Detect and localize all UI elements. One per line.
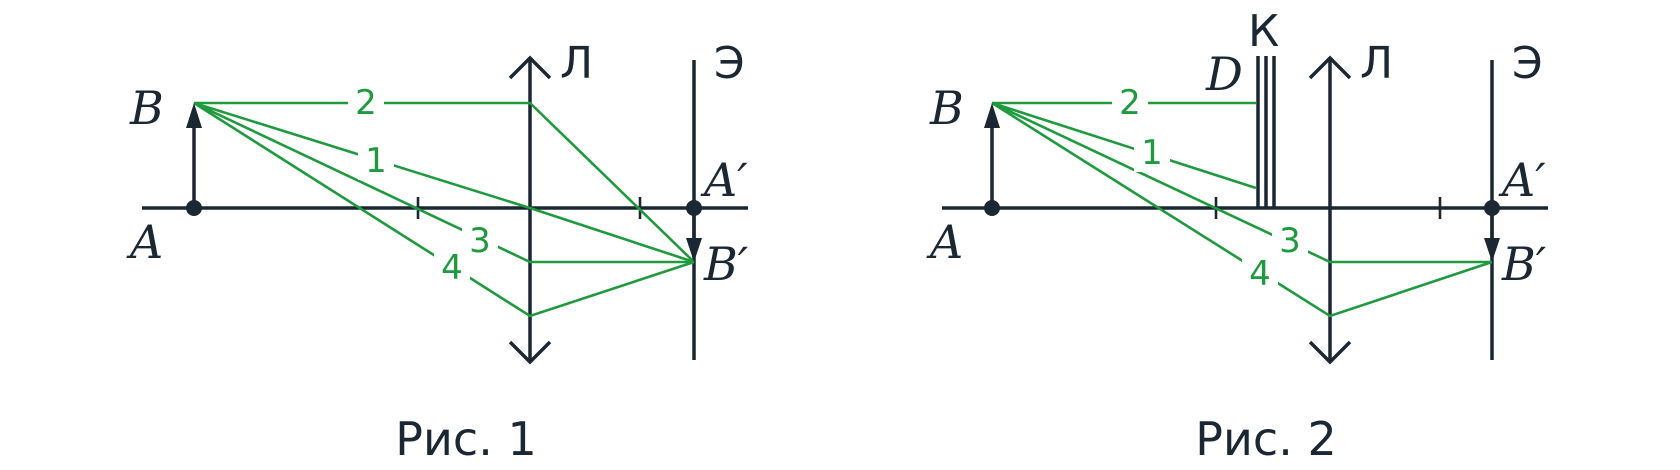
ray-4 xyxy=(991,101,1493,318)
object-arrowhead xyxy=(186,103,202,128)
label-screen: Э xyxy=(714,38,745,89)
ray-2 xyxy=(194,101,695,263)
lens-bottom-arrow xyxy=(1308,340,1352,365)
point-a-prime-dot xyxy=(1484,200,1500,216)
point-a-dot xyxy=(186,200,202,216)
point-a-prime-dot xyxy=(686,200,702,216)
ray-1-label: 1 xyxy=(365,141,387,181)
lens-bottom-arrow xyxy=(508,340,552,365)
label-b-prime: B′ xyxy=(703,237,749,291)
label-a-prime: A′ xyxy=(1498,153,1546,207)
ray-1-label: 1 xyxy=(1141,133,1163,173)
ray-3-label: 3 xyxy=(1279,221,1301,261)
ray-4 xyxy=(193,101,695,318)
label-lens: Л xyxy=(560,38,593,89)
ray-1-label-bg xyxy=(1134,134,1170,172)
label-plate: К xyxy=(1248,6,1279,57)
point-a-dot xyxy=(984,200,1000,216)
label-a: A xyxy=(126,215,163,269)
label-b-prime: B′ xyxy=(1501,237,1547,291)
label-b: B xyxy=(129,81,164,135)
ray-3 xyxy=(991,101,1492,264)
ray-1 xyxy=(193,101,695,264)
ray-4-label-bg xyxy=(434,249,470,287)
figure-1: 2 1 3 4 B A A′ B′ Л Э Рис. 1 xyxy=(126,38,749,466)
lens-top-arrow xyxy=(508,55,552,80)
ray-2-label: 2 xyxy=(355,83,377,123)
ray-2-label: 2 xyxy=(1119,83,1141,123)
lens-top-arrow xyxy=(1308,55,1352,80)
label-a-prime: A′ xyxy=(700,153,748,207)
ray-4-label: 4 xyxy=(1249,254,1271,294)
ray-2-label-bg xyxy=(1112,84,1148,122)
label-lens: Л xyxy=(1360,38,1393,89)
ray-1-label-bg xyxy=(358,142,394,180)
label-screen: Э xyxy=(1512,38,1543,89)
label-a: A xyxy=(926,215,963,269)
figure-2: 2 1 3 4 B A A′ B′ D К Л Э Рис. 2 xyxy=(926,6,1548,466)
ray-2-label-bg xyxy=(348,84,384,122)
ray-4-label-bg xyxy=(1242,255,1278,293)
ray-3 xyxy=(193,101,694,264)
ray-3-label: 3 xyxy=(469,221,491,261)
caption-2: Рис. 2 xyxy=(1195,412,1336,466)
ray-1 xyxy=(991,101,1257,190)
label-b: B xyxy=(929,81,964,135)
ray-4-label: 4 xyxy=(441,248,463,288)
image-arrowhead xyxy=(686,238,702,262)
caption-1: Рис. 1 xyxy=(395,412,536,466)
ray-3-label-bg xyxy=(1272,222,1308,260)
object-arrowhead xyxy=(984,103,1000,128)
image-arrowhead xyxy=(1484,238,1500,262)
label-d: D xyxy=(1205,47,1243,101)
